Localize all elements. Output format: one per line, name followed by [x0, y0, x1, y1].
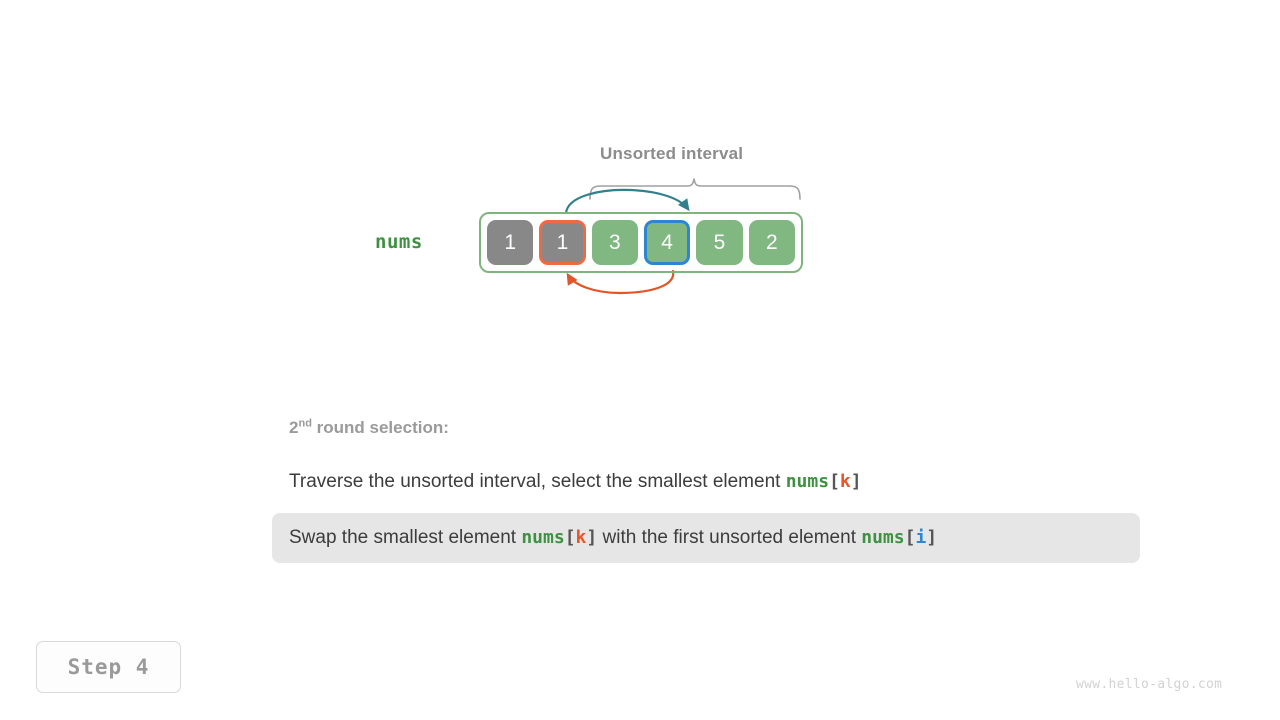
round-ordinal-suffix: nd — [298, 417, 312, 430]
array-cell-value: 1 — [504, 230, 516, 254]
array-cell-3: 4 — [643, 220, 691, 265]
line1-var: nums — [785, 471, 830, 492]
line1-open-bracket: [ — [829, 471, 840, 492]
line2-var-2: nums — [861, 527, 905, 548]
swap-arrow-backward — [566, 269, 675, 295]
description-line-2: Swap the smallest element nums[k] with t… — [289, 528, 937, 547]
array-cell-2: 3 — [591, 220, 638, 265]
line2-middle: with the first unsorted element — [597, 527, 862, 548]
array-cell-1: 1 — [539, 220, 586, 265]
round-heading: 2nd round selection: — [289, 418, 449, 438]
description-line-1: Traverse the unsorted interval, select t… — [289, 472, 862, 491]
line1-index: k — [839, 471, 851, 492]
line2-index-1: k — [575, 527, 587, 548]
array-cell-value: 4 — [661, 230, 673, 254]
line2-close-bracket-2: ] — [926, 527, 938, 548]
watermark: www.hello-algo.com — [1076, 677, 1223, 692]
swap-arrow-forward — [564, 188, 690, 215]
array-cell-value: 3 — [608, 230, 621, 254]
step-badge: Step 4 — [36, 641, 181, 693]
line1-prefix: Traverse the unsorted interval, select t… — [289, 471, 786, 492]
array-cell-value: 5 — [713, 230, 726, 254]
array-cell-5: 2 — [748, 220, 795, 265]
unsorted-interval-brace — [589, 178, 801, 200]
line1-close-bracket: ] — [850, 471, 862, 492]
line2-open-bracket-2: [ — [904, 527, 916, 548]
array-variable-label: nums — [375, 231, 423, 253]
round-number: 2 — [289, 418, 299, 437]
array-cell-value: 2 — [765, 230, 778, 254]
line2-var-1: nums — [521, 527, 565, 548]
array-container: 1 1 3 4 5 2 — [479, 212, 803, 273]
round-heading-rest: round selection: — [311, 418, 449, 437]
description-highlight-box: Swap the smallest element nums[k] with t… — [272, 513, 1140, 563]
array-cell-4: 5 — [696, 220, 743, 265]
array-cell-value: 1 — [556, 230, 569, 254]
unsorted-interval-caption: Unsorted interval — [600, 144, 744, 163]
line2-prefix: Swap the smallest element — [289, 527, 522, 548]
line2-index-2: i — [915, 527, 927, 548]
line2-close-bracket-1: ] — [586, 527, 598, 548]
line2-open-bracket-1: [ — [564, 527, 576, 548]
array-cell-0: 1 — [487, 220, 534, 265]
